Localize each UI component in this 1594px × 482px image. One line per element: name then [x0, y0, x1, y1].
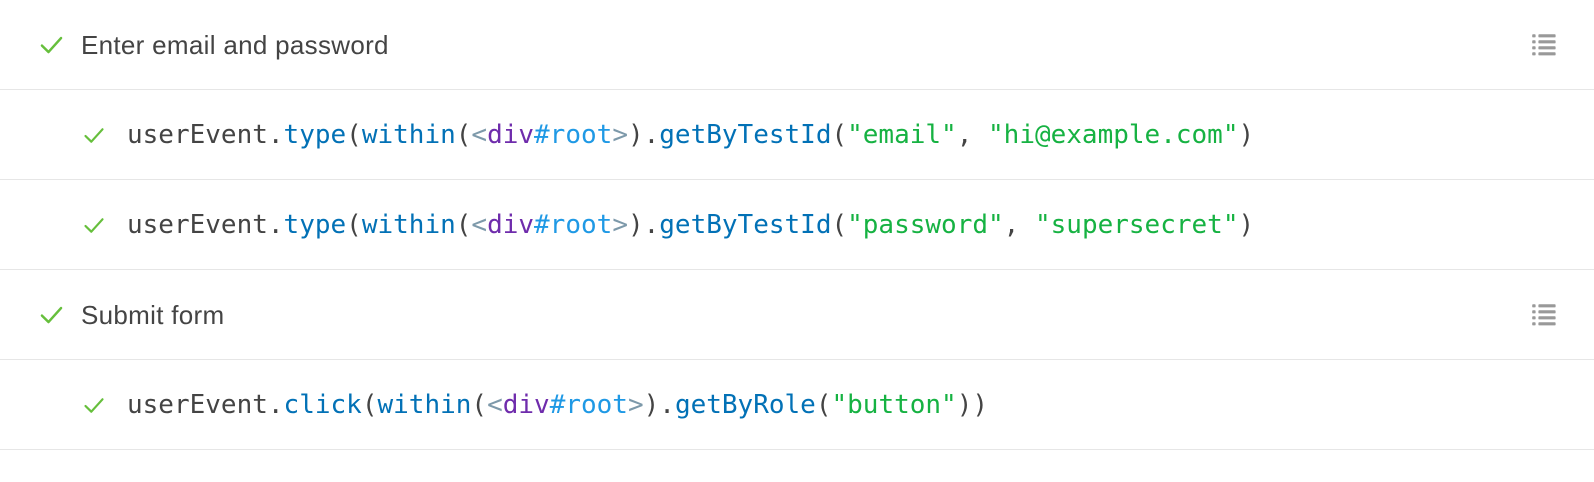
check-icon: [38, 301, 65, 328]
method-call-code: userEvent.type(within(<div#root>).getByT…: [127, 212, 1254, 238]
code-token-base: (: [471, 389, 488, 420]
code-token-base: ).: [627, 209, 660, 240]
code-token-tagSuffix: #root: [534, 119, 613, 150]
code-token-base: ).: [627, 119, 660, 150]
interaction-label: Enter email and password: [81, 29, 389, 60]
code-token-base: (: [455, 119, 472, 150]
code-token-base: ,: [1003, 209, 1035, 240]
code-token-base: userEvent.: [127, 389, 284, 420]
code-token-tagSuffix: #root: [534, 209, 613, 240]
code-token-base: userEvent.: [127, 119, 284, 150]
interaction-label: Submit form: [81, 299, 225, 330]
code-token-string: "email": [847, 119, 957, 150]
code-token-method: getByRole: [674, 389, 816, 420]
code-token-muted: <: [471, 209, 488, 240]
method-call-row[interactable]: userEvent.type(within(<div#root>).getByT…: [0, 180, 1594, 270]
code-token-method: type: [283, 119, 347, 150]
method-call-code: userEvent.click(within(<div#root>).getBy…: [127, 392, 988, 418]
code-token-muted: <: [487, 389, 503, 420]
code-token-base: ): [1238, 209, 1255, 240]
method-call-row[interactable]: userEvent.type(within(<div#root>).getByT…: [0, 90, 1594, 180]
method-call-row[interactable]: userEvent.click(within(<div#root>).getBy…: [0, 360, 1594, 450]
code-token-muted: <: [471, 119, 488, 150]
code-token-tagName: div: [502, 389, 550, 420]
code-token-string: "button": [831, 389, 957, 420]
code-token-tagName: div: [487, 119, 535, 150]
code-token-base: ): [1238, 119, 1255, 150]
list-unordered-icon[interactable]: [1530, 301, 1558, 329]
check-icon: [38, 31, 65, 58]
code-token-method: type: [283, 209, 347, 240]
code-token-base: ).: [643, 389, 675, 420]
code-token-method: within: [377, 389, 472, 420]
code-token-base: (: [346, 119, 362, 150]
code-token-method: within: [361, 209, 456, 240]
code-token-muted: >: [612, 209, 628, 240]
code-token-base: userEvent.: [127, 209, 284, 240]
code-token-string: "hi@example.com": [988, 119, 1239, 150]
code-token-method: click: [283, 389, 362, 420]
code-token-base: (: [831, 119, 848, 150]
code-token-base: ,: [956, 119, 989, 150]
interactions-panel: Enter email and password userEvent.type(…: [0, 0, 1594, 450]
code-token-method: getByTestId: [659, 119, 832, 150]
code-token-string: "password": [847, 209, 1004, 240]
code-token-base: )): [956, 389, 989, 420]
code-token-muted: >: [612, 119, 628, 150]
code-token-method: within: [361, 119, 456, 150]
code-token-base: (: [455, 209, 472, 240]
method-call-code: userEvent.type(within(<div#root>).getByT…: [127, 122, 1254, 148]
check-icon: [82, 123, 106, 147]
code-token-tagName: div: [487, 209, 535, 240]
code-token-muted: >: [627, 389, 644, 420]
code-token-method: getByTestId: [659, 209, 832, 240]
code-token-tagSuffix: #root: [549, 389, 628, 420]
list-unordered-icon[interactable]: [1530, 31, 1558, 59]
code-token-base: (: [815, 389, 832, 420]
code-token-base: (: [831, 209, 848, 240]
interaction-group-row[interactable]: Enter email and password: [0, 0, 1594, 90]
code-token-string: "supersecret": [1034, 209, 1239, 240]
code-token-base: (: [346, 209, 362, 240]
check-icon: [82, 213, 106, 237]
code-token-base: (: [361, 389, 378, 420]
check-icon: [82, 393, 106, 417]
interaction-group-row[interactable]: Submit form: [0, 270, 1594, 360]
